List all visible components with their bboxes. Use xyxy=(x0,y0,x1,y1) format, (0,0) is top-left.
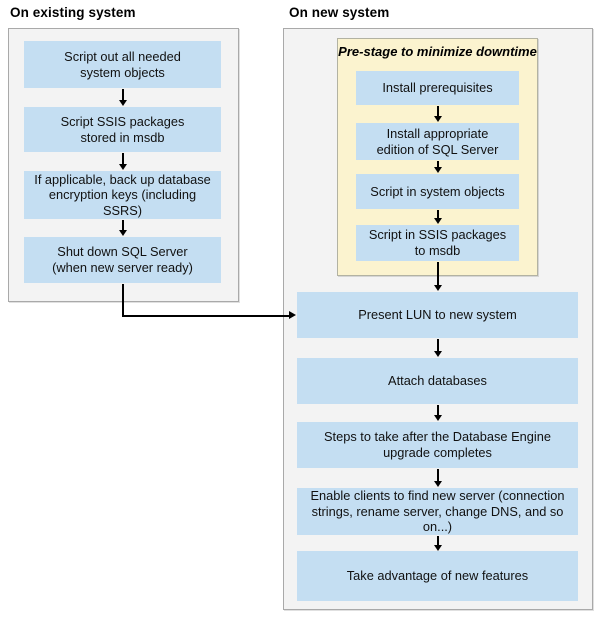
arrow-down-icon xyxy=(434,339,441,357)
arrow-down-icon xyxy=(119,220,126,236)
arrow-down-icon xyxy=(434,469,441,487)
cross-panel-connector-vertical xyxy=(122,284,124,316)
arrow-down-icon xyxy=(119,153,126,170)
right-column-title: On new system xyxy=(289,5,390,20)
arrow-right-icon xyxy=(289,311,296,319)
step-script-out-system-objects: Script out all needed system objects xyxy=(24,41,221,88)
arrow-down-icon xyxy=(434,405,441,421)
step-install-sql-server-edition: Install appropriate edition of SQL Serve… xyxy=(356,123,519,160)
arrow-down-icon xyxy=(434,262,441,291)
step-install-prerequisites: Install prerequisites xyxy=(356,71,519,105)
step-script-ssis-packages: Script SSIS packages stored in msdb xyxy=(24,107,221,152)
step-script-in-system-objects: Script in system objects xyxy=(356,174,519,209)
step-script-in-ssis-packages: Script in SSIS packages to msdb xyxy=(356,225,519,261)
step-new-features: Take advantage of new features xyxy=(297,551,578,601)
arrow-down-icon xyxy=(434,106,441,122)
step-enable-clients: Enable clients to find new server (conne… xyxy=(297,488,578,535)
step-shutdown-sql-server: Shut down SQL Server (when new server re… xyxy=(24,237,221,283)
step-present-lun: Present LUN to new system xyxy=(297,292,578,338)
step-attach-databases: Attach databases xyxy=(297,358,578,404)
arrow-down-icon xyxy=(119,89,126,106)
arrow-down-icon xyxy=(434,161,441,173)
prestage-title: Pre-stage to minimize downtime xyxy=(338,44,537,59)
left-column-title: On existing system xyxy=(10,5,136,20)
step-backup-encryption-keys: If applicable, back up database encrypti… xyxy=(24,171,221,219)
step-post-upgrade-steps: Steps to take after the Database Engine … xyxy=(297,422,578,468)
arrow-down-icon xyxy=(434,210,441,224)
arrow-down-icon xyxy=(434,536,441,551)
cross-panel-connector-horizontal xyxy=(122,315,290,317)
